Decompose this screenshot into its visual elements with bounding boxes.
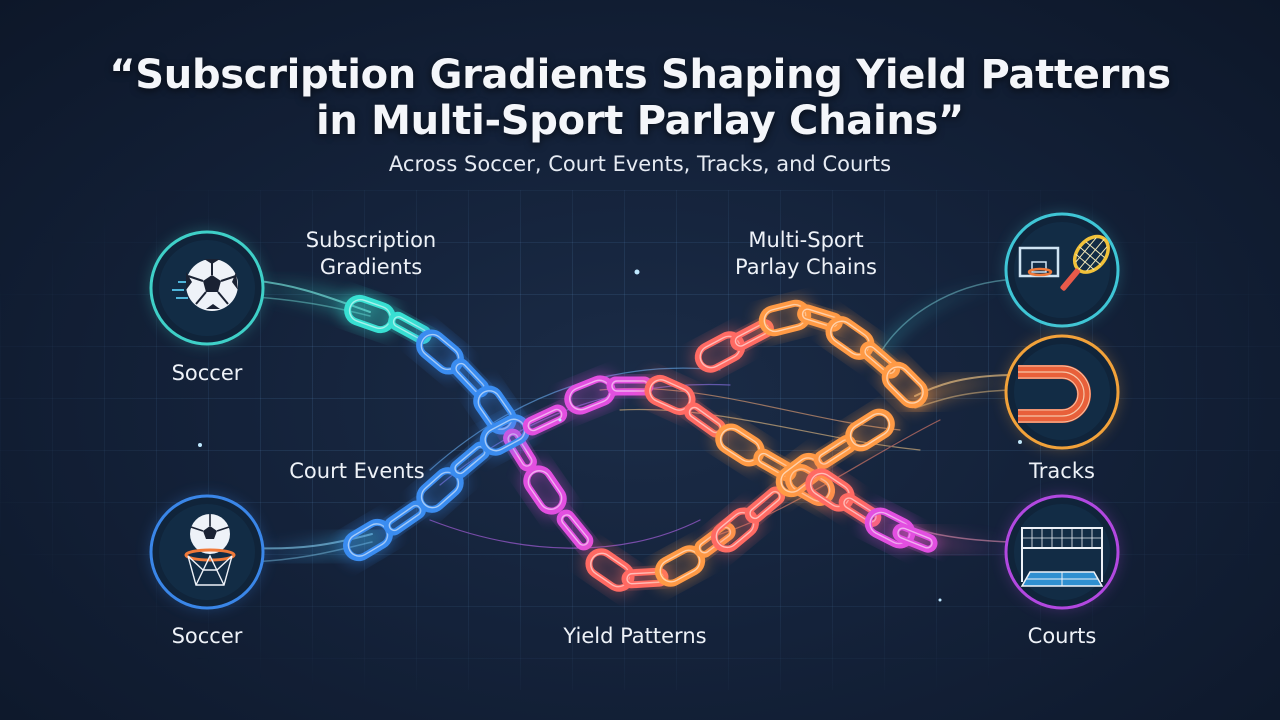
- node-racket: [1004, 212, 1120, 328]
- label-subscription-gradients-line-1: Subscription: [305, 228, 437, 252]
- chain-e: [801, 464, 940, 556]
- soccer-ball-icon: [172, 259, 238, 311]
- chain-d-link: [845, 408, 895, 452]
- node-soccer-bottom: [149, 494, 265, 610]
- node-soccer-top: [149, 230, 265, 346]
- node-tracks: [1004, 334, 1120, 450]
- node-label-soccer-bottom: Soccer: [171, 624, 243, 648]
- label-multi-sport-line-1: Multi-Sport: [748, 228, 864, 252]
- label-subscription-gradients-line-2: Gradients: [319, 255, 423, 279]
- sparkles: [198, 269, 1022, 602]
- page-subtitle: Across Soccer, Court Events, Tracks, and…: [388, 152, 892, 176]
- chain-b-link: [522, 404, 568, 436]
- chain-a: [340, 291, 739, 596]
- basketball-hoop-tennis-racket-icon: [1018, 234, 1110, 291]
- chain-e-link: [892, 523, 938, 553]
- chain-a-link-highlight: [527, 470, 563, 510]
- label-court-events: Court Events: [289, 459, 425, 483]
- chain-c-link: [881, 361, 929, 409]
- chain-e-link-highlight: [897, 527, 933, 549]
- chain-links: [339, 291, 940, 596]
- volleyball-court-icon: [1020, 527, 1104, 587]
- page-title-line-2: in Multi-Sport Parlay Chains”: [315, 98, 965, 144]
- chain-a-link-highlight: [561, 514, 589, 546]
- chain-a-link: [556, 509, 594, 551]
- chain-c-link: [859, 341, 901, 379]
- label-multi-sport-parlay: Multi-Sport Parlay Chains: [706, 227, 906, 281]
- node-courts: [1004, 494, 1120, 610]
- running-track-icon: [1018, 365, 1091, 423]
- chain-b-link-highlight: [527, 408, 563, 432]
- page-title-line-1: “Subscription Gradients Shaping Yield Pa…: [109, 52, 1171, 98]
- label-yield-patterns: Yield Patterns: [563, 624, 707, 648]
- chain-d-link-highlight: [849, 412, 891, 448]
- chain-c: [691, 296, 932, 412]
- chain-b: [339, 371, 839, 565]
- soccer-basketball-hoop-icon: [184, 514, 236, 586]
- chain-a-link: [523, 465, 567, 515]
- node-label-courts: Courts: [1027, 624, 1097, 648]
- label-subscription-gradients: Subscription Gradients: [281, 227, 461, 281]
- label-multi-sport-line-2: Parlay Chains: [735, 255, 877, 279]
- node-label-soccer-top: Soccer: [171, 361, 243, 385]
- node-label-tracks: Tracks: [1029, 459, 1095, 483]
- chain-e-link: [838, 493, 882, 527]
- chain-c-link-highlight: [886, 366, 924, 404]
